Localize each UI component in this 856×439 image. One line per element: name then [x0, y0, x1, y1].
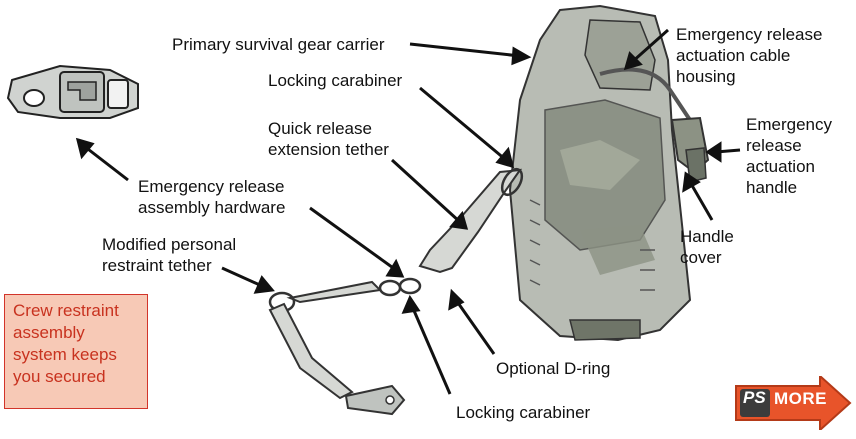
label-line: handle — [746, 177, 832, 198]
callout-line: system keeps — [13, 344, 139, 366]
callout-box: Crew restraint assembly system keeps you… — [4, 294, 148, 409]
label-line: Modified personal — [102, 234, 236, 255]
label-line: assembly hardware — [138, 197, 285, 218]
callout-line: you secured — [13, 366, 139, 388]
callout-line: Crew restraint — [13, 300, 139, 322]
label-line: Quick release — [268, 118, 389, 139]
label-line: actuation — [746, 156, 832, 177]
emergency-release-hardware-drawing — [8, 66, 138, 118]
label-d-ring: Optional D-ring — [496, 358, 610, 379]
label-line: Handle — [680, 226, 734, 247]
label-locking-carabiner-bottom: Locking carabiner — [456, 402, 590, 423]
callout-line: assembly — [13, 322, 139, 344]
more-label: MORE — [774, 389, 827, 409]
label-line: Emergency release — [138, 176, 285, 197]
label-line: restraint tether — [102, 255, 236, 276]
label-line: release — [746, 135, 832, 156]
label-handle-cover: Handle cover — [680, 226, 734, 268]
label-line: actuation cable — [676, 45, 822, 66]
label-primary-carrier: Primary survival gear carrier — [172, 34, 385, 55]
label-cable-housing: Emergency release actuation cable housin… — [676, 24, 822, 87]
label-line: Emergency — [746, 114, 832, 135]
label-emergency-hardware: Emergency release assembly hardware — [138, 176, 285, 218]
tether-drawing — [270, 166, 526, 414]
label-personal-tether: Modified personal restraint tether — [102, 234, 236, 276]
label-line: cover — [680, 247, 734, 268]
label-line: extension tether — [268, 139, 389, 160]
label-line: housing — [676, 66, 822, 87]
label-line: Emergency release — [676, 24, 822, 45]
ps-logo-text: PS — [743, 388, 766, 408]
ps-more-button[interactable]: PS MORE — [734, 376, 852, 430]
label-quick-release: Quick release extension tether — [268, 118, 389, 160]
label-locking-carabiner-top: Locking carabiner — [268, 70, 402, 91]
label-actuation-handle: Emergency release actuation handle — [746, 114, 832, 198]
